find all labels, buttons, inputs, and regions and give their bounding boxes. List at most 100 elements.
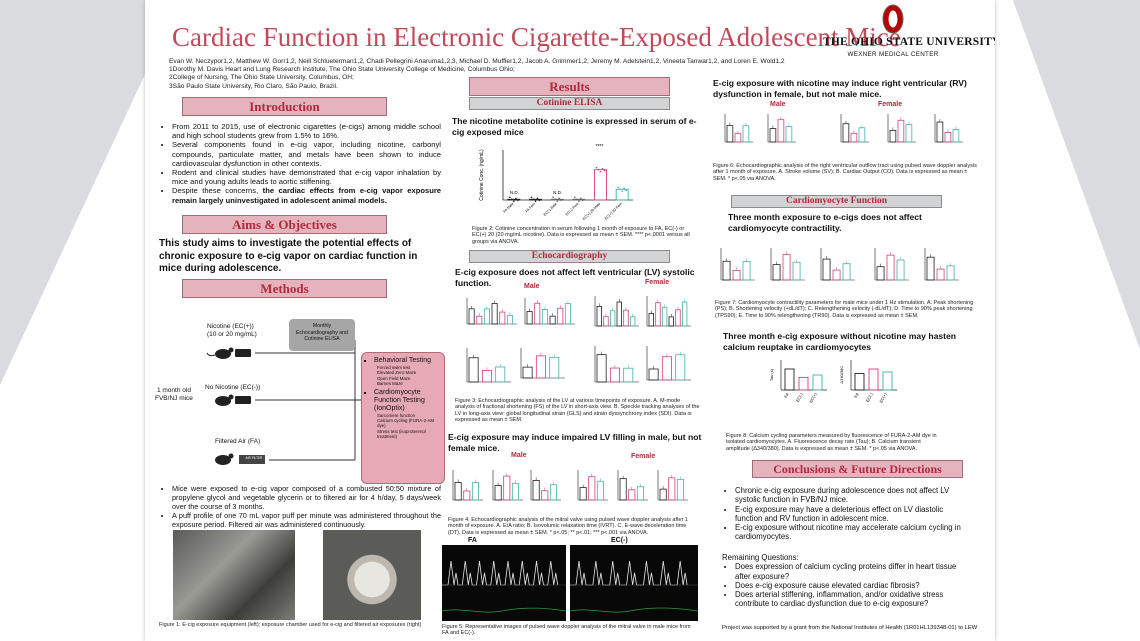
affiliation-2: 2College of Nursing, The Ohio State Univ… — [169, 74, 354, 82]
figure8-caption: Figure 8: Calcium cycling parameters mea… — [726, 433, 937, 452]
bar — [615, 188, 629, 201]
data-point — [513, 200, 515, 203]
author-list: Evan W. Neczypor1,2, Matthew W. Gorr1,2,… — [169, 58, 785, 65]
data-point — [534, 200, 537, 203]
bar — [882, 371, 893, 391]
question-bullet: Does e-cig exposure cause elevated cardi… — [735, 581, 972, 590]
bar — [483, 308, 490, 325]
data-point — [599, 170, 602, 173]
bar — [636, 486, 644, 501]
tick-label: FA Fem — [525, 202, 537, 214]
figure6-caption: Figure 6: Echocardiographic analysis of … — [713, 163, 977, 182]
figure1-caption: Figure 1: E-cig exposure equipment (left… — [159, 622, 422, 628]
echo-header: Echocardiography — [469, 250, 670, 263]
lv-heading: E-cig exposure does not affect left vent… — [455, 267, 695, 288]
cardiomyocyte-label: Cardiomyocyte Function Testing (IonOptix… — [374, 389, 441, 413]
data-point — [517, 199, 519, 202]
figure7-charts — [720, 248, 959, 281]
bar — [655, 302, 661, 327]
data-point — [595, 166, 598, 169]
bar — [535, 355, 546, 379]
data-point — [574, 196, 576, 199]
figure6-charts — [724, 114, 963, 143]
bar — [842, 123, 850, 143]
bar — [588, 476, 596, 501]
data-point — [538, 199, 541, 202]
bar — [675, 354, 686, 381]
conclusion-bullet: E-cig exposure without nicotine may acce… — [735, 523, 972, 542]
data-point — [623, 187, 625, 190]
bar — [481, 370, 492, 383]
data-point — [580, 197, 582, 200]
bar — [596, 306, 602, 327]
annotation: N.D. — [553, 190, 562, 195]
tick-label: EC(-) Fem — [565, 202, 580, 217]
poster-title: Cardiac Function in Electronic Cigarette… — [172, 22, 901, 52]
bar — [507, 198, 521, 201]
bar — [896, 259, 905, 281]
university-logo: THE OHIO STATE UNIVERSITY WEXNER MEDICAL… — [823, 4, 995, 58]
rv-heading: E-cig exposure with nicotine may induce … — [713, 78, 967, 99]
bar — [557, 307, 564, 325]
mice-label: 1 month old FVB/NJ mice — [155, 387, 193, 402]
ecg-trace — [569, 607, 699, 613]
bar — [868, 368, 879, 391]
tick-label: EC(-) — [795, 391, 804, 402]
bar — [946, 265, 955, 281]
bar — [792, 261, 801, 281]
bar — [798, 376, 809, 391]
tick-label: FA — [853, 392, 860, 399]
background-right — [1010, 0, 1140, 641]
data-point — [554, 198, 556, 201]
bar — [572, 198, 586, 201]
methods-bullet: Mice were exposed to e-cig vapor compose… — [172, 484, 441, 511]
bar — [897, 119, 905, 143]
bar — [494, 485, 502, 501]
figure4-charts — [452, 470, 688, 501]
data-point — [532, 198, 535, 201]
bar — [889, 129, 897, 143]
bar — [594, 169, 607, 201]
bar — [534, 302, 541, 325]
data-point — [621, 190, 623, 193]
y-axis-label: Tau (s) — [769, 368, 774, 381]
tick-label: EC(+) — [878, 391, 888, 403]
data-point — [511, 198, 513, 201]
bar — [661, 356, 672, 381]
intro-bullet-text: Despite these concerns, — [172, 186, 263, 196]
bar — [785, 126, 793, 143]
bar — [777, 119, 785, 143]
tick-label: FA Male — [503, 202, 515, 214]
group-filtered-air: Filtered Air (FA) — [215, 438, 261, 445]
affiliation-3: 3São Paulo State University, Rio Claro, … — [169, 82, 338, 90]
data-point — [576, 198, 578, 201]
conclusions-list: Chronic e-cig exposure during adolescenc… — [722, 486, 972, 542]
bar — [832, 269, 841, 281]
bar — [503, 475, 511, 501]
bar — [609, 310, 616, 327]
bar — [722, 260, 731, 281]
male-label: Male — [770, 101, 786, 108]
intro-bullet: Several components found in e-cig vapor,… — [172, 140, 441, 168]
results-header: Results — [469, 77, 670, 96]
exposure-equipment-photo — [173, 530, 295, 620]
data-point — [603, 169, 606, 172]
bar — [668, 477, 676, 501]
elisa-header: Cotinine ELISA — [469, 97, 670, 110]
bar — [541, 490, 549, 501]
bar — [564, 303, 571, 325]
tick-label: EC(+) 20 Male — [582, 202, 601, 221]
introduction-text: From 2011 to 2015, use of electronic cig… — [159, 122, 441, 205]
bar — [526, 311, 533, 325]
bar — [468, 308, 475, 325]
bar — [499, 311, 506, 325]
bar — [675, 309, 681, 327]
test-item: Stress test (isoproterenol treatment) — [377, 428, 426, 440]
figure7-caption: Figure 7: Cardiomyocyte contractility pa… — [715, 300, 974, 319]
figure5-caption: Figure 5: Representative images of pulse… — [442, 624, 691, 637]
tick-label: FA — [783, 392, 790, 399]
bar — [782, 254, 791, 281]
university-name: THE OHIO STATE UNIVERSITY — [823, 36, 995, 48]
remaining-label: Remaining Questions: — [722, 553, 799, 562]
